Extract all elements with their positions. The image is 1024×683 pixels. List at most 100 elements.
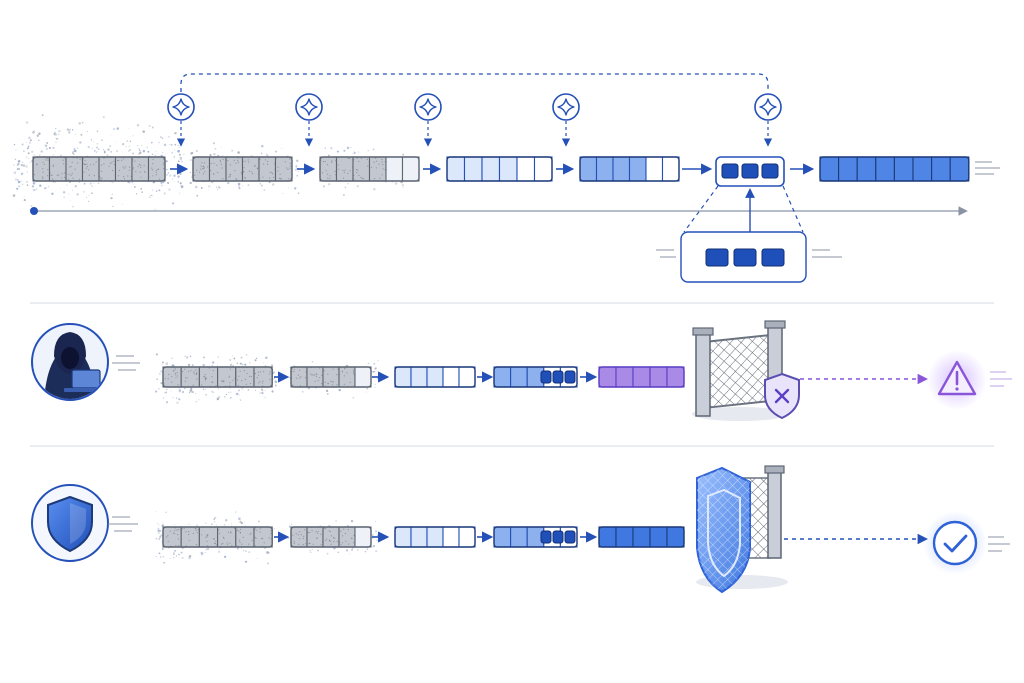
noise-speck [287, 168, 289, 170]
noise-dot [326, 552, 329, 555]
noise-speck [286, 167, 288, 169]
noise-speck [164, 378, 166, 380]
noise-speck [311, 374, 313, 376]
noise-dot [133, 186, 136, 188]
noise-dot [135, 193, 138, 195]
noise-dot [160, 534, 163, 537]
noise-dot [222, 154, 224, 157]
noise-dot [28, 141, 32, 144]
noise-dot [173, 174, 176, 177]
sequence-cell [463, 156, 483, 182]
noise-speck [244, 378, 247, 380]
mid-sequence-with-tokens [493, 366, 578, 388]
noise-speck [151, 169, 153, 171]
noise-dot [142, 130, 145, 133]
noise-speck [341, 535, 344, 537]
noise-dot [37, 139, 40, 142]
noise-speck [117, 159, 119, 162]
noise-speck [195, 529, 197, 531]
noise-speck [264, 159, 266, 161]
noise-dot [195, 393, 197, 395]
noise-speck [140, 166, 142, 168]
noise-speck [296, 377, 298, 379]
noise-speck [342, 169, 344, 172]
sequence-cell [442, 366, 460, 388]
noise-dot [248, 551, 251, 553]
noise-dot [101, 139, 103, 141]
noise-speck [320, 533, 322, 535]
noise-speck [49, 172, 51, 174]
noise-dot [138, 147, 140, 149]
noise-speck [205, 377, 207, 379]
noise-speck [200, 165, 202, 167]
noise-dot [217, 186, 221, 189]
noise-dot [260, 184, 263, 187]
sparkle-icon [552, 93, 580, 147]
noise-dot [12, 194, 16, 197]
noise-speck [238, 530, 240, 532]
noise-speck [155, 174, 157, 176]
noise-speck [335, 174, 337, 176]
noise-speck [177, 375, 179, 377]
noise-dot [353, 151, 355, 153]
noise-dot [129, 149, 131, 151]
noise-speck [183, 527, 185, 529]
noise-speck [259, 381, 261, 383]
noise-speck [327, 177, 329, 179]
noise-dot [211, 523, 213, 525]
noise-speck [221, 543, 223, 545]
noise-dot [271, 183, 275, 186]
noise-dot [263, 189, 266, 191]
noise-speck [259, 531, 261, 533]
sequence-cell [819, 156, 840, 182]
noise-speck [239, 541, 241, 543]
noise-speck [42, 161, 44, 163]
noise-speck [299, 385, 301, 387]
noise-speck [298, 538, 300, 540]
noise-speck [52, 164, 54, 166]
noise-speck [279, 173, 281, 175]
sequence-cell [319, 156, 338, 182]
noise-speck [201, 384, 203, 386]
noise-dot [73, 149, 77, 153]
noise-speck [315, 537, 318, 539]
sequence-outline [32, 156, 166, 182]
partially-denoised-sequence [290, 526, 372, 548]
noise-dot [200, 554, 202, 556]
noise-dot [175, 555, 177, 557]
noise-dot [162, 181, 165, 184]
noise-speck [331, 161, 333, 163]
noise-dot [142, 149, 146, 153]
noise-speck [293, 542, 295, 545]
noise-dot [161, 371, 163, 373]
noise-speck [175, 374, 177, 376]
noise-speck [132, 168, 134, 170]
motion-lines [975, 161, 1000, 175]
noise-speck [347, 172, 349, 174]
noise-dot [27, 157, 29, 159]
noise-dot [158, 535, 161, 538]
noise-dot [266, 551, 269, 554]
noise-speck [68, 173, 70, 175]
noise-speck [278, 177, 280, 179]
noise-dot [73, 153, 75, 156]
noise-dot [32, 181, 36, 185]
noise-speck [299, 531, 301, 533]
noise-speck [230, 532, 232, 534]
noise-dot [170, 143, 173, 146]
noise-dot [26, 181, 28, 183]
noise-speck [305, 371, 307, 373]
noise-dot [110, 134, 112, 136]
noise-dot [190, 387, 193, 390]
noise-dot [161, 364, 163, 366]
noise-speck [353, 542, 355, 544]
noise-dot [55, 127, 57, 130]
sequence-cell [410, 366, 428, 388]
noise-speck [222, 178, 224, 180]
noise-dot [141, 144, 143, 146]
noise-speck [188, 539, 190, 542]
noise-speck [254, 164, 256, 166]
noise-dot [211, 364, 213, 367]
noise-dot [31, 150, 34, 153]
noise-speck [171, 381, 173, 383]
